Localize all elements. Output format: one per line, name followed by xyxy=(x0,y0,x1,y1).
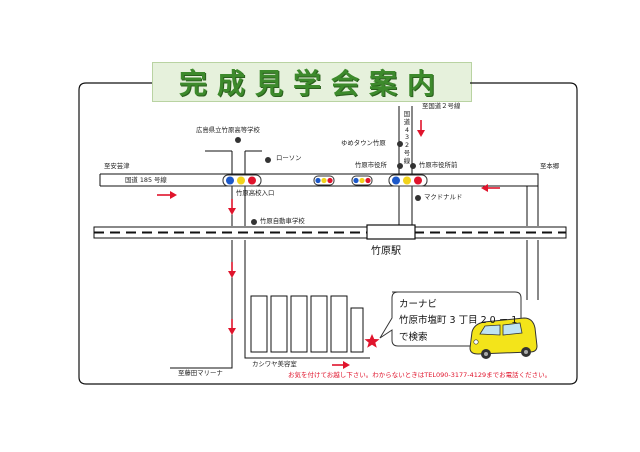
arrow-down-icon xyxy=(228,199,236,215)
label-route432: 国道432号線 xyxy=(403,110,411,165)
label-lawson: ローソン xyxy=(276,154,302,162)
title-banner: 完成見学会案内 xyxy=(152,62,472,102)
south-road xyxy=(231,186,246,294)
arrow-down-icon xyxy=(417,120,425,137)
cityhall2-dot xyxy=(410,163,416,169)
label-kashiwaya: カシワヤ美容室 xyxy=(252,360,297,368)
route-185-road xyxy=(100,173,539,187)
arrow-right-icon xyxy=(157,191,177,199)
traffic-light-east xyxy=(388,174,428,187)
label-route185: 国道 185 号線 xyxy=(125,176,167,184)
lawson-dot xyxy=(265,157,271,163)
page-title: 完成見学会案内 xyxy=(178,67,445,100)
cityhall1-dot xyxy=(397,163,403,169)
youme-dot xyxy=(397,141,403,147)
arrow-right-icon xyxy=(332,361,350,369)
highschool-road xyxy=(205,150,262,174)
label-to-fujita: 至藤田マリーナ xyxy=(178,369,223,377)
traffic-light-west xyxy=(222,174,262,187)
highschool-dot xyxy=(235,137,241,143)
residential-blocks xyxy=(250,295,364,353)
label-station: 竹原駅 xyxy=(371,246,401,257)
route-432-road xyxy=(398,106,413,174)
label-city-hall-2: 竹原市役所前 xyxy=(419,161,458,169)
label-driving-school: 竹原自動車学校 xyxy=(260,217,305,225)
arrow-down-icon xyxy=(228,262,236,278)
callout-carnavi: カーナビ xyxy=(399,299,438,310)
callout-address: 竹原市塩町 3 丁目 2 0 － 1 xyxy=(399,315,518,326)
traffic-light-middle-1 xyxy=(313,175,335,186)
arrow-down-icon xyxy=(228,319,236,335)
label-city-hall-1: 竹原市役所 xyxy=(355,161,387,169)
mcdonalds-dot xyxy=(415,195,421,201)
label-to-akitsu: 至安芸津 xyxy=(104,162,130,170)
traffic-light-middle-2 xyxy=(351,175,373,186)
label-youme: ゆめタウン竹原 xyxy=(341,139,386,147)
driving-school-dot xyxy=(251,219,257,225)
label-highschool-entrance: 竹原高校入口 xyxy=(236,189,275,197)
contact-notice: お気を付けてお越し下さい。わからないときはTEL090-3177-4129までお… xyxy=(288,371,552,379)
label-to-route2: 至国道２号線 xyxy=(422,102,461,110)
label-to-motogo: 至本郷 xyxy=(540,162,560,170)
destination-star-icon xyxy=(364,334,380,348)
car-icon xyxy=(469,317,538,359)
station-box xyxy=(366,224,416,240)
arrow-left-icon xyxy=(481,184,500,192)
map-frame xyxy=(78,82,578,385)
label-highschool: 広島県立竹原高等学校 xyxy=(196,126,260,134)
label-mcdonalds: マクドナルド xyxy=(424,193,463,201)
callout-search: で検索 xyxy=(399,332,428,343)
